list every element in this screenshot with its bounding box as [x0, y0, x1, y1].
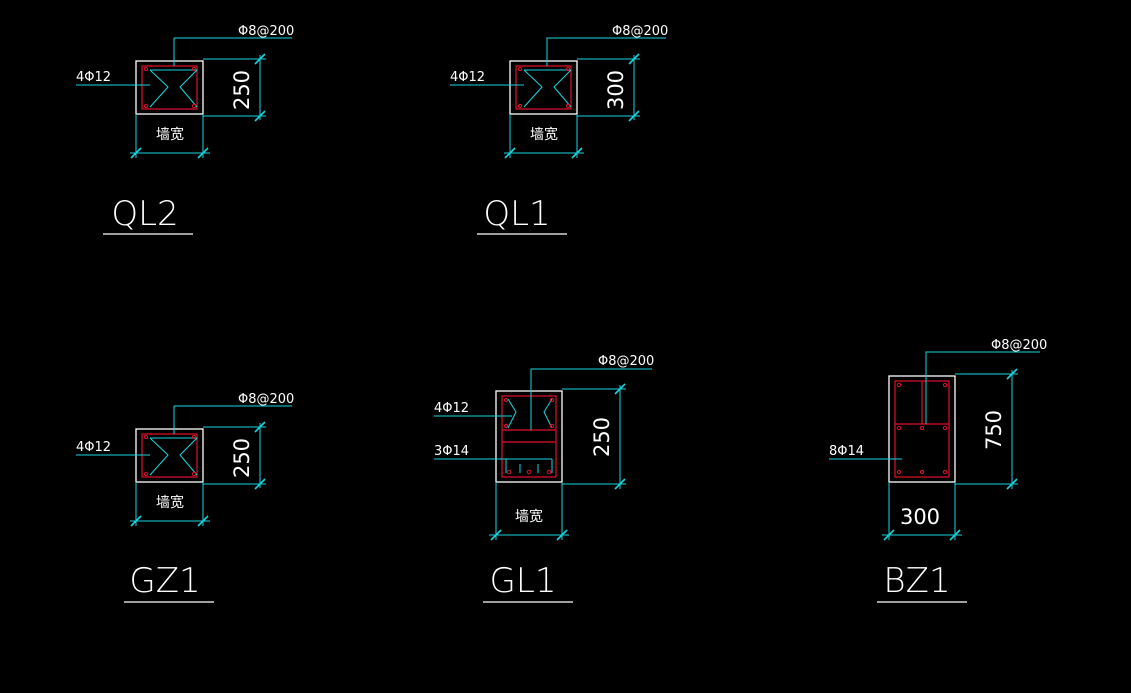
ql2-dim-tick [254, 110, 266, 122]
bz1-bar [896, 469, 902, 475]
gz1-main-bar-label: 4Φ12 [76, 440, 111, 455]
ql1-title: QL1 [483, 194, 550, 234]
gl1-stirrup-leader [530, 368, 652, 430]
ql2-bar [191, 66, 197, 72]
gl1-bottom-bar [546, 469, 552, 475]
bz1-height-label: 750 [982, 410, 1006, 450]
gl1-main-bar-label: 4Φ12 [434, 401, 469, 416]
gz1-stirrup [141, 433, 198, 478]
ql2-height-label: 250 [230, 70, 254, 110]
ql2-hooks [149, 69, 198, 108]
section-ql1: Φ8@200 4Φ12 300 墙宽 QL1 [450, 24, 668, 235]
ql2-dim-tick [254, 53, 266, 65]
ql2-bar [143, 103, 149, 109]
bz1-dim-tick [883, 529, 895, 541]
bz1-bar [896, 425, 902, 431]
gz1-stirrup-label: Φ8@200 [238, 392, 294, 407]
gz1-dim-tick [254, 478, 266, 490]
gl1-hooks [505, 398, 553, 473]
ql2-stirrup-label: Φ8@200 [238, 24, 294, 39]
gl1-bar [549, 423, 555, 429]
gz1-bar [143, 471, 149, 477]
gl1-width-label: 墙宽 [515, 508, 543, 525]
ql2-dim-tick [130, 147, 142, 159]
ql1-outline [509, 60, 578, 115]
gl1-dim-tick [556, 529, 568, 541]
gz1-bar [191, 434, 197, 440]
gl1-height-label: 250 [590, 417, 614, 457]
ql2-stirrup-leader [173, 37, 292, 66]
bz1-bar [942, 469, 948, 475]
ql1-dim-tick [571, 147, 583, 159]
gz1-title: GZ1 [129, 561, 200, 601]
ql1-width-label: 墙宽 [530, 126, 558, 143]
gz1-dim-tick [130, 515, 142, 527]
gl1-dim-tick [614, 383, 626, 395]
gl1-bottom-bar-label: 3Φ14 [434, 444, 469, 459]
gl1-outline [495, 390, 563, 483]
gz1-dim-tick [254, 421, 266, 433]
bz1-bar [942, 425, 948, 431]
ql1-bar [517, 66, 523, 72]
gl1-bottom-bar [526, 469, 532, 475]
gz1-bar [191, 471, 197, 477]
bz1-bar [919, 469, 925, 475]
ql1-stirrup-label: Φ8@200 [612, 24, 668, 39]
ql2-title: QL2 [111, 194, 178, 234]
bz1-dim-tick [1006, 478, 1018, 490]
bz1-main-bar-label: 8Φ14 [829, 444, 864, 459]
gl1-title: GL1 [490, 561, 557, 601]
ql1-height-label: 300 [604, 70, 628, 110]
gz1-dim-tick [197, 515, 209, 527]
bz1-title: BZ1 [883, 561, 950, 601]
gz1-width-label: 墙宽 [156, 494, 184, 511]
bz1-bar [919, 425, 925, 431]
gz1-bar [143, 434, 149, 440]
gl1-bar [549, 397, 555, 403]
ql2-dim-tick [197, 147, 209, 159]
ql1-stirrup [515, 65, 572, 110]
ql2-bar [191, 103, 197, 109]
bz1-stirrup-label: Φ8@200 [991, 338, 1047, 353]
ql2-bar [143, 66, 149, 72]
gz1-stirrup-leader [173, 405, 292, 434]
bz1-width-label: 300 [900, 505, 940, 529]
ql2-stirrup [141, 65, 198, 110]
section-bz1: Φ8@200 8Φ14 750 300 BZ1 [829, 338, 1047, 603]
ql1-main-bar-label: 4Φ12 [450, 70, 485, 85]
ql2-width-label: 墙宽 [156, 126, 184, 143]
gl1-bar [503, 397, 509, 403]
gl1-dim-tick [614, 478, 626, 490]
ql1-stirrup-leader [546, 37, 666, 66]
gl1-bar [503, 423, 509, 429]
gl1-stirrup-label: Φ8@200 [598, 354, 654, 369]
ql2-outline [135, 60, 204, 115]
section-ql2: Φ8@200 4Φ12 250 墙宽 QL2 [76, 24, 294, 235]
ql2-main-bar-label: 4Φ12 [76, 70, 111, 85]
ql1-dim-tick [628, 53, 640, 65]
ql1-dim-tick [628, 110, 640, 122]
gl1-stirrup [501, 395, 557, 478]
bz1-dim-tick [949, 529, 961, 541]
gz1-height-label: 250 [230, 438, 254, 478]
gl1-dim-tick [490, 529, 502, 541]
bz1-bar [942, 382, 948, 388]
section-gz1: Φ8@200 4Φ12 250 墙宽 GZ1 [76, 392, 294, 603]
bz1-bar [896, 382, 902, 388]
ql1-bar [517, 103, 523, 109]
bz1-outline [888, 375, 956, 483]
gl1-bottom-bar [506, 469, 512, 475]
bz1-stirrup-leader [925, 351, 1040, 424]
ql1-bar [565, 66, 571, 72]
ql1-bar [565, 103, 571, 109]
bz1-dim-tick [1006, 368, 1018, 380]
ql1-dim-tick [504, 147, 516, 159]
ql1-hooks [523, 69, 572, 108]
gz1-hooks [149, 437, 198, 476]
section-gl1: Φ8@200 4Φ12 3Φ14 250 墙宽 GL1 [434, 354, 654, 603]
